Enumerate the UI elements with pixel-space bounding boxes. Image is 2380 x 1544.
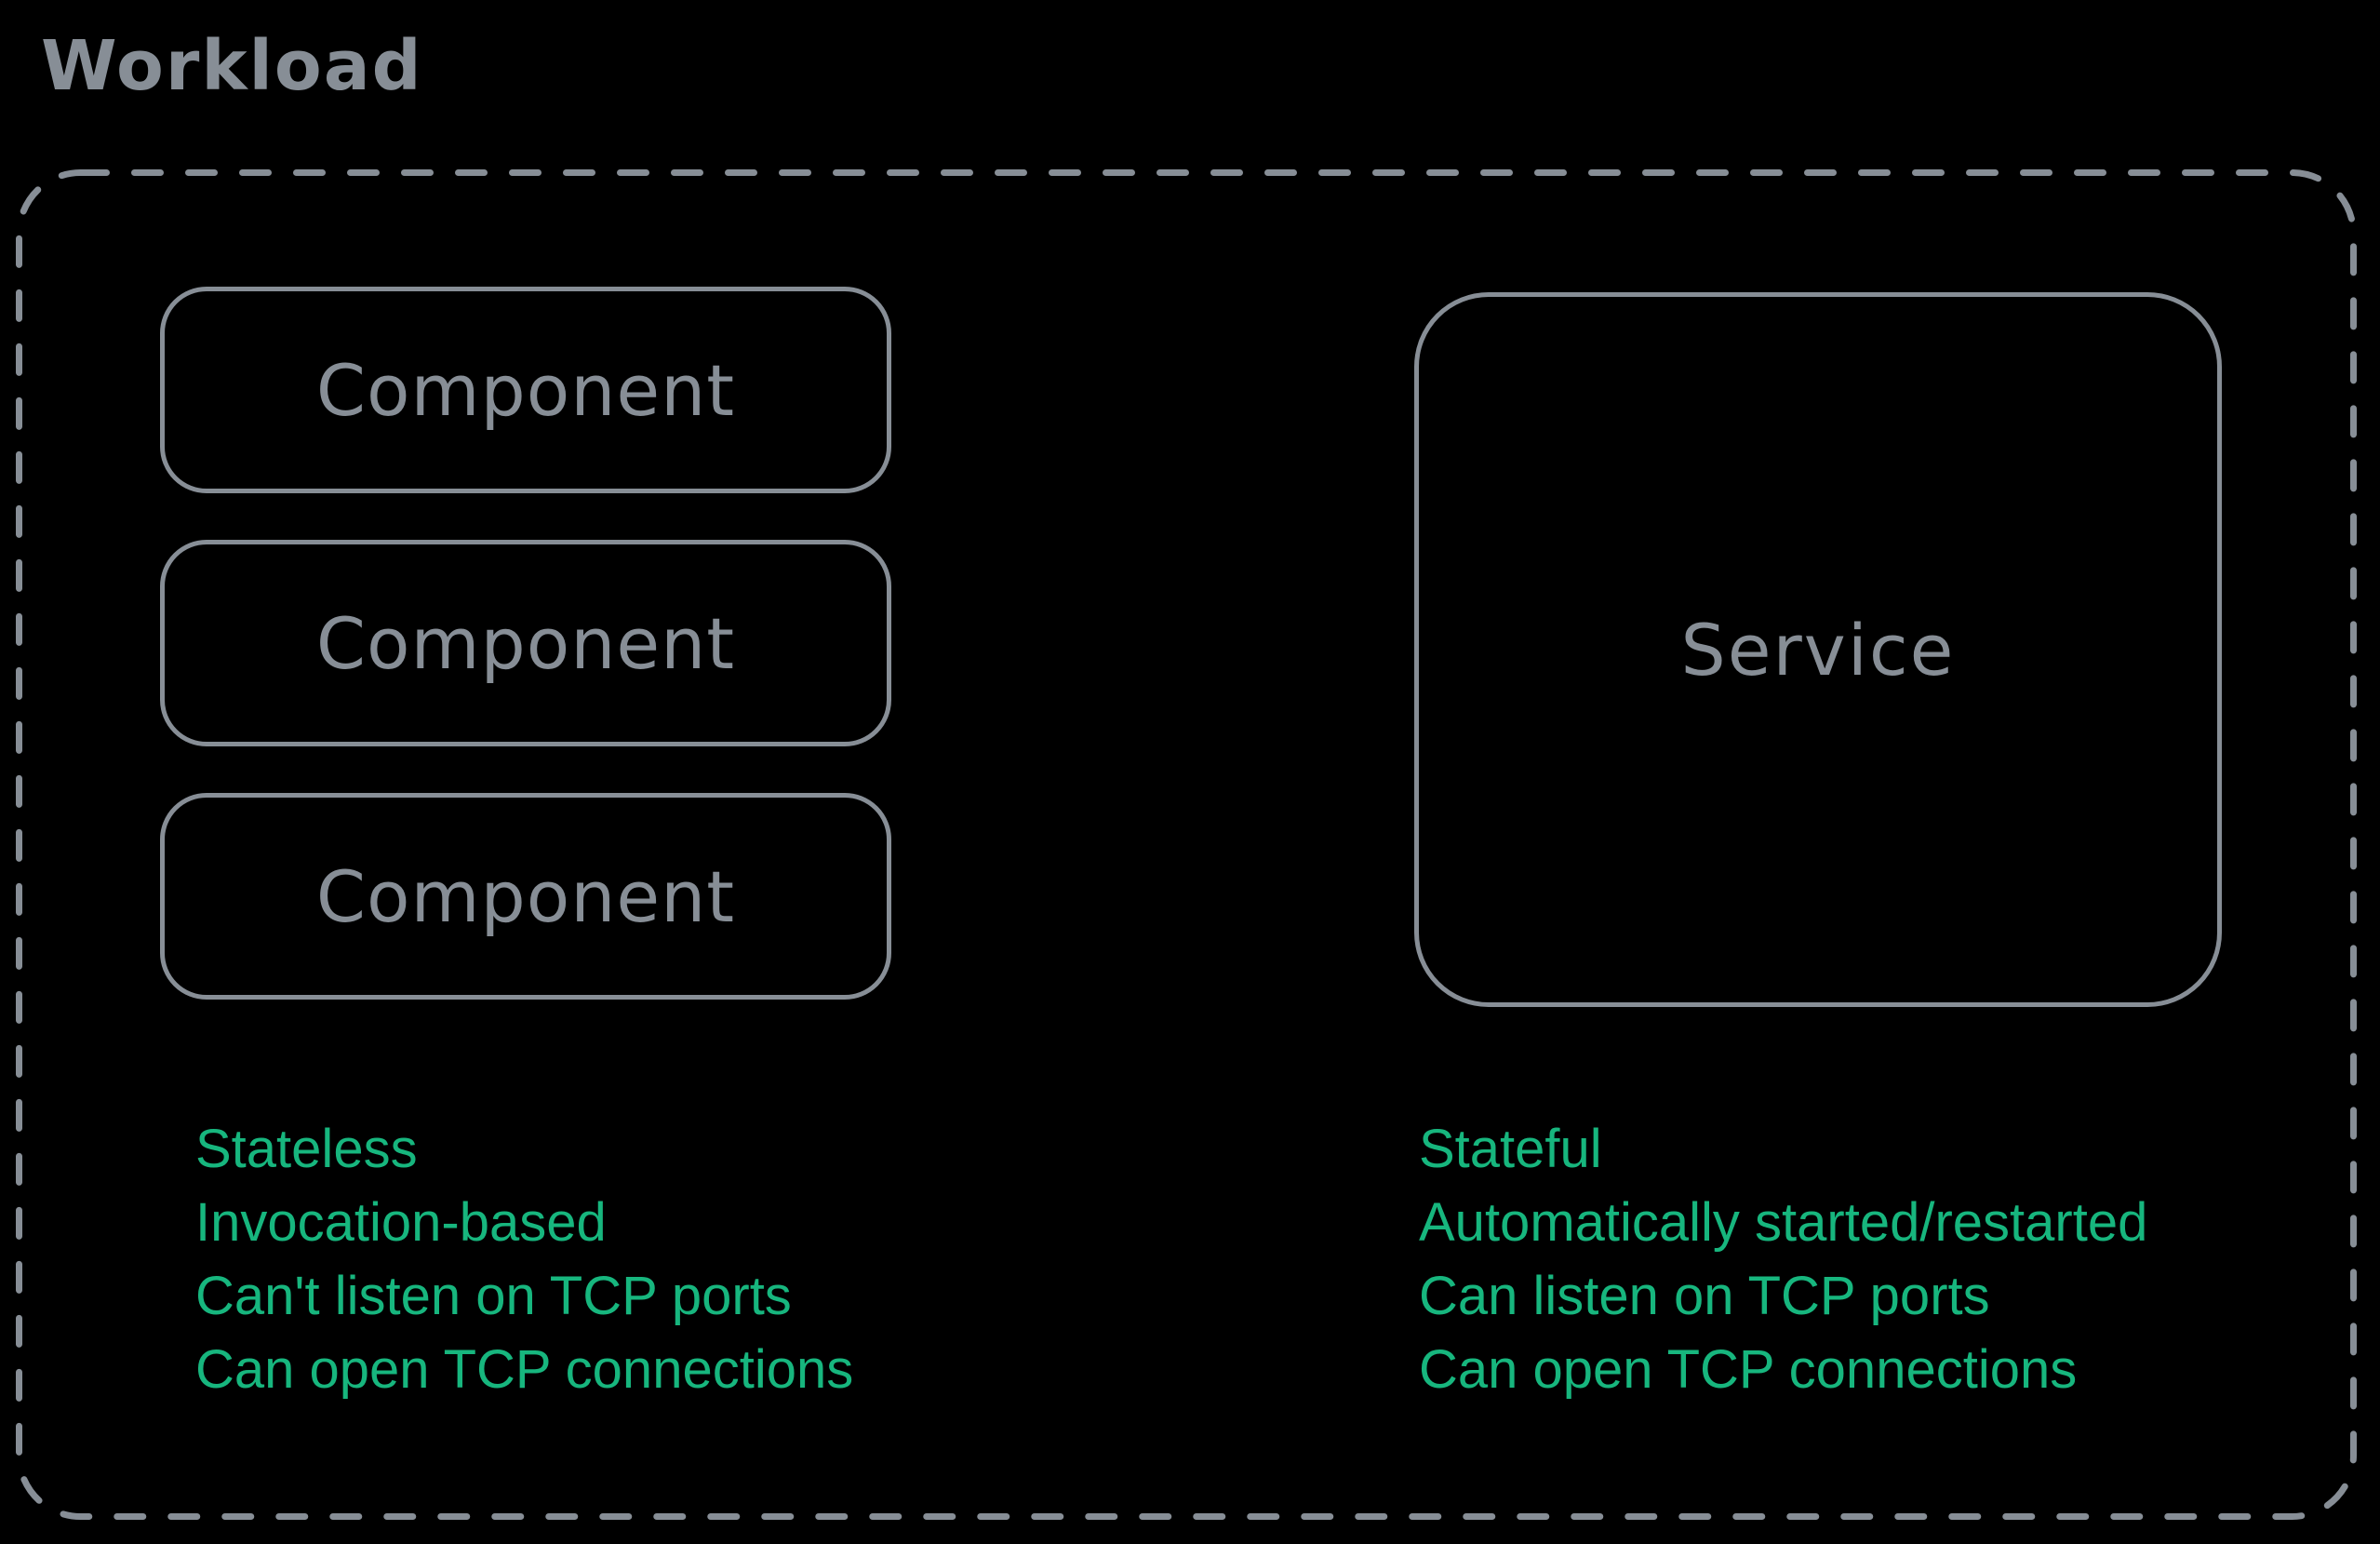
trait-cant-listen-tcp: Can't listen on TCP ports [195,1266,792,1326]
component-label: Component [315,348,736,432]
component-box-1: Component [160,287,891,493]
trait-stateful: Stateful [1419,1119,1602,1179]
component-label: Component [315,601,736,685]
workload-boundary-dashed-border [16,169,2357,1520]
component-label: Component [315,854,736,938]
trait-invocation-based: Invocation-based [195,1192,607,1253]
trait-can-listen-tcp: Can listen on TCP ports [1419,1266,1990,1326]
trait-stateless: Stateless [195,1119,418,1179]
trait-can-open-tcp: Can open TCP connections [1419,1339,2078,1400]
component-traits-list: Stateless Invocation-based Can't listen … [195,1112,853,1406]
service-box: Service [1414,292,2222,1007]
component-box-3: Component [160,793,891,1000]
diagram-title: Workload [41,26,423,106]
trait-can-open-tcp: Can open TCP connections [195,1339,854,1400]
service-traits-list: Stateful Automatically started/restarted… [1419,1112,2147,1406]
trait-auto-started-restarted: Automatically started/restarted [1419,1192,2148,1253]
component-box-2: Component [160,540,891,746]
service-label: Service [1680,608,1956,691]
